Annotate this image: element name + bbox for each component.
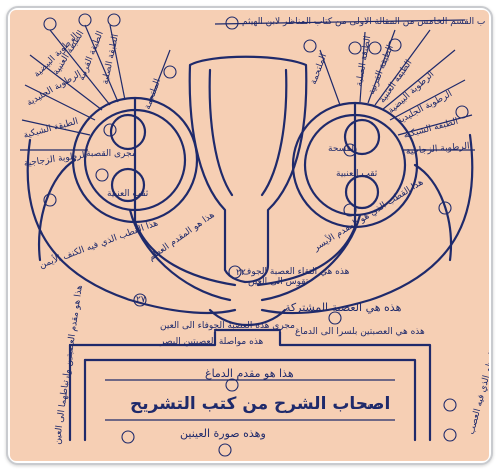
left-eye-lower-curve <box>39 160 75 260</box>
brain-line-label: هذا هو مقدم الدماغ <box>205 368 294 379</box>
bottom-pair-label: هذه مواصلة العصبتين البصر <box>160 338 263 347</box>
common-nerve-label: هذه هي العصبة المشتركة <box>285 302 401 313</box>
nerve-center-label: الفسحة <box>328 145 356 154</box>
lower-passage-top <box>70 332 430 440</box>
header-caption: ب القسم الخامس من المقالة الاولى من كتاب… <box>242 18 485 27</box>
to-eye-label: تقوس الى العين <box>248 278 308 287</box>
footer-caption: وهذه صورة العينين <box>180 428 266 439</box>
mid-number: ٢٢ <box>236 269 246 278</box>
from-eye-label: مجرى هذه العصبة الجوفاء الى العين <box>160 322 295 331</box>
cross-number: ٢٧ <box>136 296 146 305</box>
sinus-label-left: مجرى القصبة <box>86 150 137 159</box>
nasal-funnel <box>190 57 307 282</box>
inner-label-left: ثقب العنبية <box>107 190 148 199</box>
bottom-title: اصحاب الشرح من كتب التشريح <box>130 396 390 413</box>
funnel-inner-right <box>262 70 286 195</box>
optic-junction-label: هذه هي التقاء العصبة الجوف <box>242 268 349 277</box>
inner-label-right: ثقب العنبية <box>336 170 377 179</box>
manuscript-sheet: ب القسم الخامس من المقالة الاولى من كتاب… <box>10 10 489 461</box>
header-number-circle <box>226 17 238 29</box>
cross-caption: هذه هي العصبتين بلسرا الى الدماغ <box>295 328 425 337</box>
bottom-title-dots: ه ه ه <box>360 402 380 411</box>
right-eye-lower-lens <box>346 176 378 208</box>
funnel-inner-left <box>210 70 232 195</box>
